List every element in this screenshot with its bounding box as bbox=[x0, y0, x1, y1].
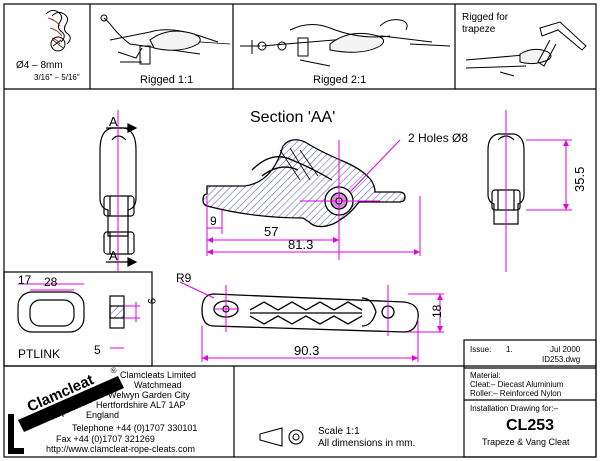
company-address-4: England bbox=[86, 410, 119, 420]
company-address-1: Watchmead bbox=[134, 380, 182, 390]
projection-symbol-icon bbox=[259, 427, 304, 447]
rigged-trapeze-label-1: Rigged for bbox=[462, 12, 509, 23]
rigged-1-1-label: Rigged 1:1 bbox=[140, 74, 193, 86]
company-fax: Fax +44 (0)1707 321269 bbox=[56, 434, 155, 444]
roller-material: Roller:– Reinforced Nylon bbox=[470, 389, 561, 398]
company-address-3: Hertfordshire AL7 1AP bbox=[96, 400, 186, 410]
company-telephone: Telephone +44 (0)1707 330101 bbox=[72, 423, 197, 433]
section-arrow-label-bottom: A bbox=[109, 248, 118, 263]
dim-90-3: 90.3 bbox=[294, 343, 319, 358]
cleat-plan-view bbox=[201, 293, 419, 333]
part-description: Trapeze & Vang Cleat bbox=[482, 437, 570, 447]
rigged-1-1-sketch bbox=[100, 14, 231, 65]
dim-81-3: 81.3 bbox=[288, 237, 313, 252]
link-dim-9: 9 bbox=[145, 298, 157, 304]
scale-label: Scale 1:1 bbox=[318, 426, 360, 437]
rigged-trapeze-label-2: trapeze bbox=[462, 24, 496, 35]
issue-value: 1. bbox=[506, 345, 513, 354]
dimension-arrowheads bbox=[202, 140, 569, 361]
holes-note: 2 Holes Ø8 bbox=[408, 131, 468, 145]
dim-57: 57 bbox=[264, 224, 278, 239]
logo-registered: ® bbox=[109, 365, 118, 376]
company-address-2: Welwyn Garden City bbox=[108, 390, 190, 400]
cleat-section-profile bbox=[202, 139, 406, 228]
dim-9-section: 9 bbox=[210, 214, 217, 228]
ptlink-drawing bbox=[17, 291, 125, 333]
company-website: http://www.clamcleat-rope-cleats.com bbox=[46, 444, 195, 454]
clamcleat-logo bbox=[8, 376, 124, 454]
rigged-2-1-sketch bbox=[240, 19, 451, 67]
section-arrow-markers bbox=[106, 123, 138, 267]
link-dim-17: 17 bbox=[18, 273, 32, 287]
company-name: Clamcleats Limited bbox=[120, 370, 196, 380]
drawing-frame bbox=[3, 3, 597, 458]
rope-size-label: Ø4 – 8mm bbox=[16, 60, 63, 71]
link-dim-5: 5 bbox=[94, 343, 101, 357]
link-dim-28: 28 bbox=[44, 275, 58, 289]
dim-35-5: 35.5 bbox=[572, 167, 587, 192]
trapeze-sketch bbox=[465, 21, 587, 77]
material-label: Material: bbox=[470, 371, 501, 380]
issue-date: Jul 2000 bbox=[550, 345, 581, 354]
cleat-material: Cleat:– Diecast Aluminium bbox=[470, 380, 564, 389]
section-arrow-label-top: A bbox=[109, 114, 118, 129]
units-label: All dimensions in mm. bbox=[318, 438, 415, 449]
installation-label: Installation Drawing for:– bbox=[470, 404, 559, 413]
radius-note: R9 bbox=[176, 271, 192, 285]
part-number: CL253 bbox=[506, 417, 554, 434]
rope-icon bbox=[45, 9, 71, 52]
drawing-file: ID253.dwg bbox=[542, 355, 580, 364]
dim-18: 18 bbox=[430, 304, 444, 318]
issue-label: Issue: bbox=[470, 345, 491, 354]
link-part-name: PTLINK bbox=[18, 347, 60, 361]
section-title: Section 'AA' bbox=[250, 109, 335, 126]
rigged-2-1-label: Rigged 2:1 bbox=[313, 74, 366, 86]
rope-size-inch-label: 3/16" – 5/16" bbox=[34, 73, 80, 82]
